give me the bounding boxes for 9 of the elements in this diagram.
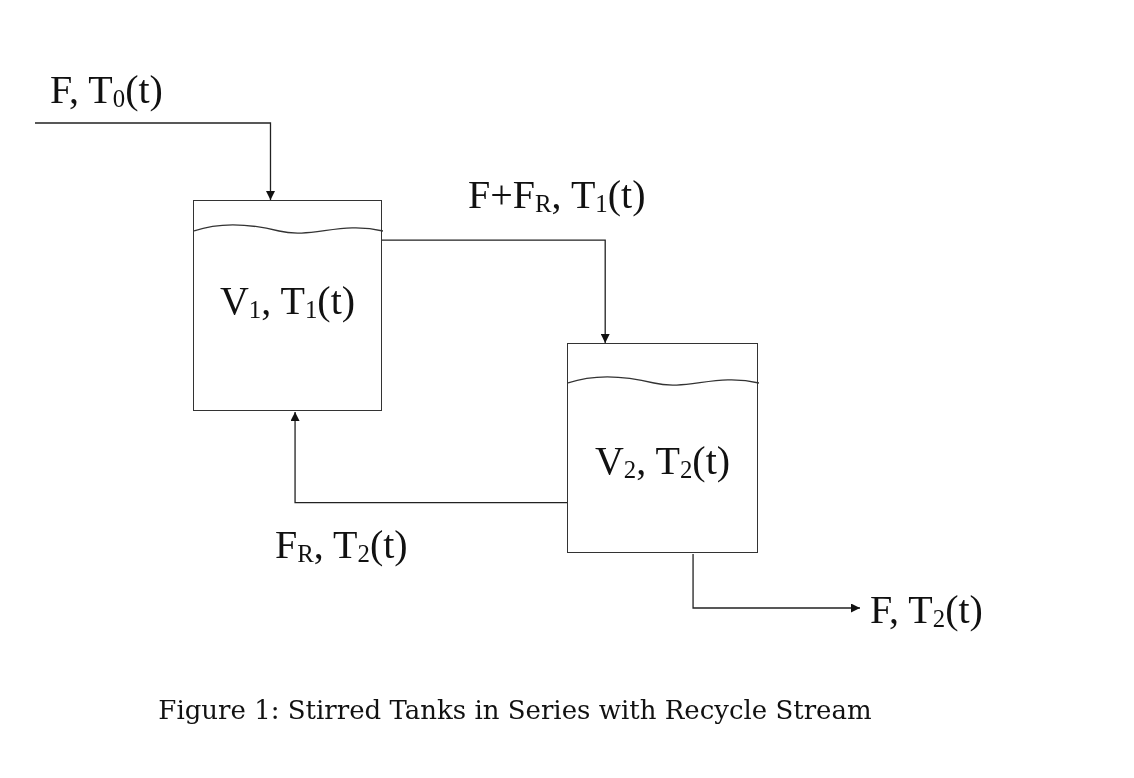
tank-label: V$_{1}$, T$_{1}$(t) bbox=[218, 281, 357, 323]
tank bbox=[193, 200, 382, 411]
flow-arrow bbox=[692, 553, 861, 613]
tank-label: V$_{2}$, T$_{2}$(t) bbox=[593, 441, 732, 483]
flow-arrow bbox=[381, 239, 610, 344]
caption: Figure 1: Stirred Tanks in Series with Recycle Stream bbox=[157, 695, 873, 725]
tank bbox=[567, 343, 758, 553]
flow-arrow bbox=[290, 411, 568, 504]
flow-arrow bbox=[34, 122, 275, 201]
